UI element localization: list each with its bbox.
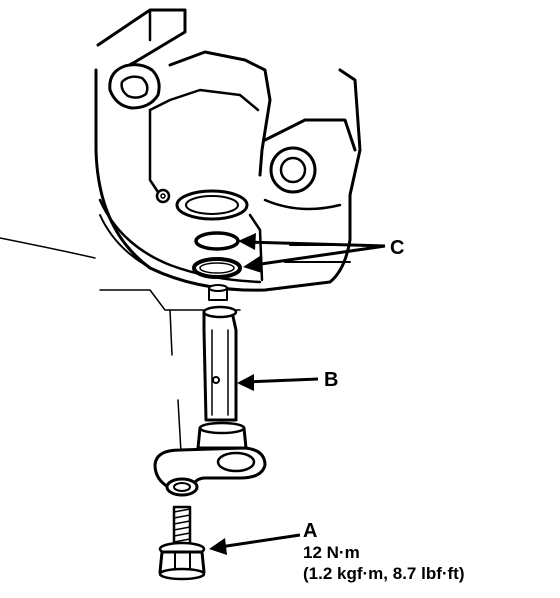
leader-c-upper [238,233,386,250]
transmission-housing [0,8,362,471]
sensor-shaft [153,284,267,497]
callout-c-label: C [390,237,404,259]
leader-c-lower [243,244,386,273]
flange-bolt [158,505,206,581]
o-ring-upper [194,231,240,251]
callout-a-label: A [303,520,317,542]
callout-b-label: B [324,369,338,391]
torque-spec-imperial: (1.2 kgf·m, 8.7 lbf·ft) [303,564,465,583]
torque-spec-nm: 12 N·m [303,543,360,562]
housing-bore [175,189,249,221]
leader-b [237,374,319,391]
o-ring-lower [192,257,242,279]
leader-a [209,533,301,555]
